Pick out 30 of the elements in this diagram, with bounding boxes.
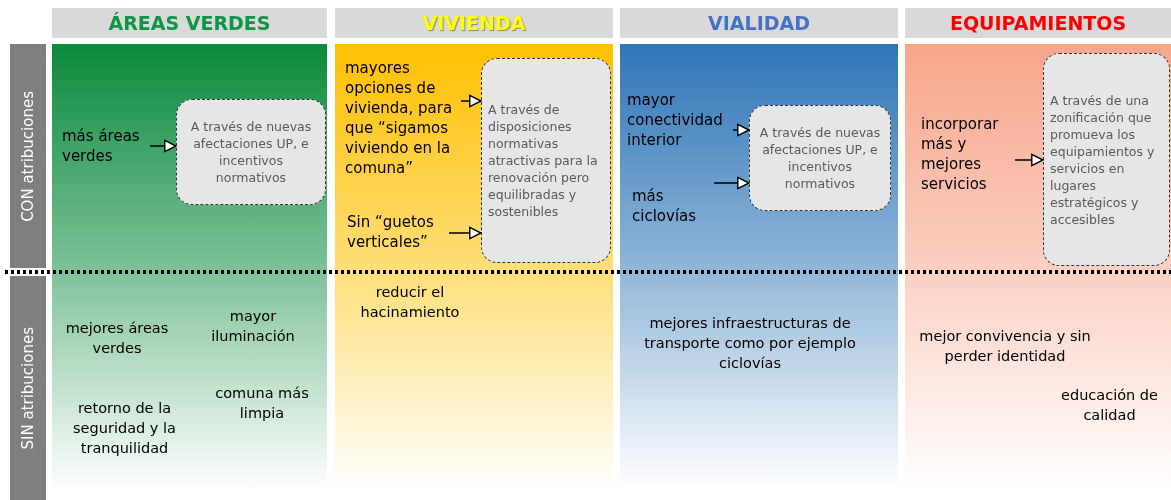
idea-text: mayores opciones de vivienda, para que “sigamos viviendo en la comuna” (345, 58, 459, 178)
idea-text: Sin “guetos verticales” (347, 212, 447, 252)
idea-text: mayor conectividad interior (627, 90, 731, 150)
arrow (149, 139, 177, 153)
idea-text: mejores infraestructuras de transporte como por ejemplo ciclovías (643, 314, 857, 373)
row-header: SIN atribuciones (10, 276, 46, 500)
note-box: A través de una zonificación que promueva los equipamientos y servicios en lugares estratégicos y accesibles (1043, 53, 1170, 266)
arrow (732, 123, 750, 137)
row-header: CON atribuciones (10, 44, 46, 268)
idea-text: mejor convivencia y sin perder identidad (918, 327, 1092, 366)
arrow (460, 94, 482, 108)
arrow (713, 176, 750, 190)
idea-text: educación de calidad (1060, 386, 1159, 425)
arrow (1014, 153, 1044, 167)
idea-text: más ciclovías (632, 186, 712, 226)
idea-text: comuna más limpia (214, 384, 310, 423)
idea-text: retorno de la seguridad y la tranquilidad (72, 399, 177, 458)
idea-text: mayor iluminación (210, 307, 296, 346)
column-header: ÁREAS VERDES (52, 8, 327, 38)
arrow (448, 226, 482, 240)
note-box: A través de nuevas afectaciones UP, e incentivos normativos (749, 105, 891, 211)
idea-text: reducir el hacinamiento (359, 283, 461, 322)
idea-text: más áreas verdes (62, 126, 148, 166)
idea-text: mejores áreas verdes (64, 319, 170, 358)
note-box: A través de disposiciones normativas atractivas para la renovación pero equilibradas y sostenibles (481, 58, 611, 263)
note-box: A través de nuevas afectaciones UP, e incentivos normativos (176, 99, 326, 205)
column-header: VIALIDAD (620, 8, 898, 38)
column-header: EQUIPAMIENTOS (905, 8, 1171, 38)
column-header: VIVIENDA (335, 8, 613, 38)
idea-text: incorporar más y mejores servicios (921, 114, 1013, 194)
